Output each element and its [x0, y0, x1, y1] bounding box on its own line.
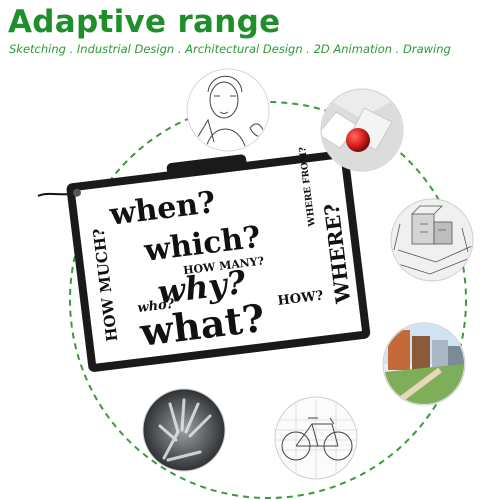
page-subtitle: Sketching . Industrial Design . Architec… [9, 42, 451, 56]
light-pad: when? which? why? what? HOW MUCH? WHERE?… [66, 146, 371, 372]
render-icon [320, 88, 404, 172]
pad-clip [166, 154, 247, 175]
dashed-ring [69, 101, 467, 499]
building-icon [390, 198, 474, 282]
pad-word-how: HOW? [277, 288, 325, 309]
page-title: Adaptive range [8, 4, 281, 40]
xray-icon [142, 388, 226, 472]
power-icon [72, 188, 81, 197]
pad-word-who: who? [137, 297, 176, 316]
city-icon [382, 322, 466, 406]
sketch-icon [186, 68, 270, 152]
bicycle-icon [274, 396, 358, 480]
